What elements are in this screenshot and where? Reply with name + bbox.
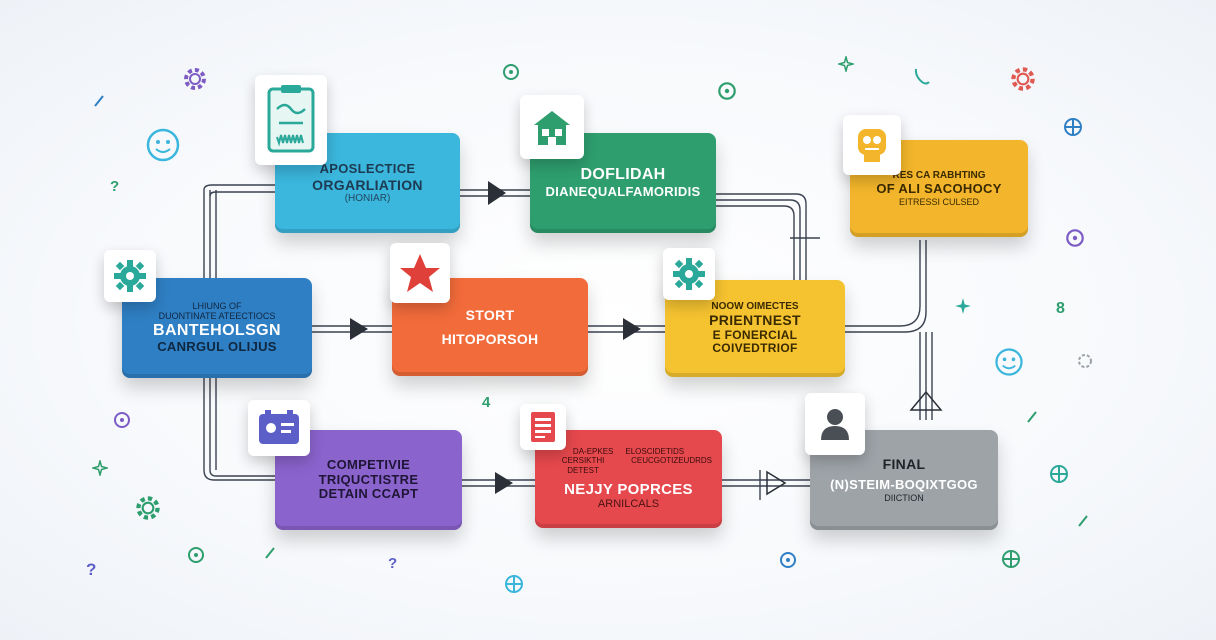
sparkle-icon — [955, 298, 971, 314]
sparkle-icon — [838, 56, 854, 72]
target-icon — [718, 82, 736, 100]
node-banteholsgn-line0: LHIUNG OF — [192, 300, 242, 311]
crosshair-icon — [505, 575, 523, 593]
gear-icon — [1011, 67, 1035, 91]
node-neny: DA-EPKES ELOSCIDETIDS CERSIKTHI DETEST C… — [535, 430, 722, 528]
node-final-line3: DIICTION — [884, 493, 924, 504]
node-prientnest-line2: PRIENTNEST — [709, 312, 801, 329]
target-icon — [780, 552, 796, 568]
document-icon — [520, 404, 566, 450]
id-card-icon — [248, 400, 310, 456]
sparkle-icon — [92, 460, 108, 476]
node-banteholsgn-line2: BANTEHOLSGN — [153, 321, 281, 339]
node-organization-line2: ORGARLIATION — [312, 176, 423, 193]
person-icon — [805, 393, 865, 455]
node-dollar-line1: DOFLIDAH — [580, 166, 666, 184]
gear-icon — [104, 250, 156, 302]
node-prientnest-line3: E FONERCIAL COIVEDTRIOF — [712, 327, 798, 356]
target-icon — [114, 412, 130, 428]
decor-digit-4: 4 — [482, 394, 491, 411]
node-final-line2: (N)STEIM-BOQIXTGOG — [830, 477, 978, 493]
gear-icon — [136, 496, 160, 520]
node-research-line3: EITRESSI CULSED — [898, 196, 980, 207]
node-neny-line0b: ELOSCIDETIDS — [625, 447, 685, 457]
house-icon — [520, 95, 584, 159]
node-competive-line2: TRIQUCTISTRE — [318, 471, 419, 487]
decor-question-mark: ? — [110, 178, 120, 195]
decor-question-mark: ? — [388, 555, 398, 572]
node-final-line1: FINAL — [882, 456, 926, 473]
node-start-line2: HITOPORSOH — [441, 331, 539, 347]
gear-icon — [663, 248, 715, 300]
node-neny-line1: NEJJY POPRCES — [564, 480, 693, 498]
crosshair-icon — [1002, 550, 1020, 568]
node-neny-line0c: CERSIKTHI DETEST — [561, 456, 605, 475]
node-banteholsgn-line1: DUONTINATE ATEECTIOCS — [158, 311, 276, 322]
node-competive-line1: COMPETIVIE — [326, 456, 411, 472]
node-neny-line0a: DA-EPKES — [572, 447, 614, 457]
clipboard-icon — [255, 75, 327, 165]
node-research-line2: OF ALI SACOHOCY — [876, 180, 1002, 196]
node-organization-line1: APOSLECTICE — [319, 160, 416, 176]
crosshair-icon — [1064, 118, 1082, 136]
star-icon — [390, 243, 450, 303]
node-dollar-line2: DIANEQUALFAMORIDIS — [545, 183, 701, 199]
phone-icon — [914, 68, 930, 85]
node-banteholsgn-line3: CANRGUL OLIJUS — [157, 339, 277, 355]
decor-question-mark: ? — [86, 560, 97, 579]
smiley-icon — [995, 348, 1023, 376]
node-prientnest-line1: NOOW OIMECTES — [711, 300, 799, 312]
node-organization-line3: (HONIAR) — [344, 192, 391, 204]
check-mark-icon — [1078, 515, 1088, 527]
smiley-icon — [146, 128, 180, 162]
check-mark-icon — [94, 95, 104, 107]
target-icon — [188, 547, 204, 563]
node-competive-line3: DETAIN CCAPT — [318, 486, 419, 502]
node-research-line1: RES CA RABHTING — [892, 170, 986, 182]
crosshair-icon — [1050, 465, 1068, 483]
target-icon — [503, 64, 519, 80]
check-mark-icon — [265, 547, 275, 559]
target-icon — [1066, 229, 1084, 247]
decor-digit-8: 8 — [1056, 300, 1065, 317]
check-mark-icon — [1027, 411, 1037, 423]
gear-icon — [184, 68, 206, 90]
node-start-line1: STORT — [465, 306, 515, 323]
node-neny-line0d: CEUCGOTIZEUDRDS — [631, 456, 712, 466]
gear-icon — [1078, 354, 1092, 368]
robot-icon — [843, 115, 901, 175]
node-neny-line2: ARNILCALS — [597, 498, 660, 511]
